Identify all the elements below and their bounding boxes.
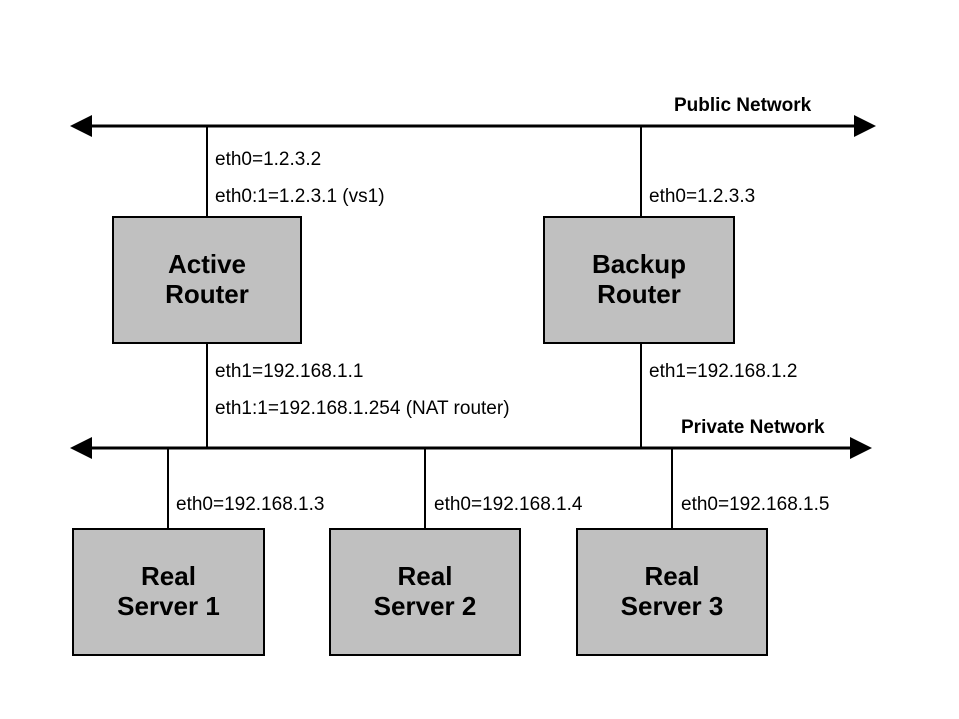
public-network-label: Public Network — [674, 95, 812, 116]
active-router-eth0-alias-label: eth0:1=1.2.3.1 (vs1) — [215, 186, 385, 207]
real-server-2-label-line-1: Real — [397, 561, 453, 592]
backup-router-label-line-2: Router — [597, 279, 681, 309]
active-router-label-line-1: Active — [167, 249, 247, 280]
active-router-eth0-label: eth0=1.2.3.2 — [215, 149, 322, 170]
real-server-2-eth0-label: eth0=192.168.1.4 — [434, 494, 583, 515]
real-server-2-box[interactable]: Real Server 2 — [329, 528, 521, 656]
real-server-1-label-line-2: Server 1 — [117, 591, 220, 621]
backup-router-eth1-label: eth1=192.168.1.2 — [649, 361, 798, 382]
active-router-eth1-alias-label: eth1:1=192.168.1.254 (NAT router) — [215, 398, 510, 419]
real-server-1-box[interactable]: Real Server 1 — [72, 528, 265, 656]
real-server-2-label-line-2: Server 2 — [373, 591, 477, 621]
active-router-eth1-label: eth1=192.168.1.1 — [215, 361, 364, 382]
public-network-bus — [70, 115, 876, 137]
public-network-right-arrowhead — [854, 115, 876, 137]
active-router-label-line-2: Router — [165, 279, 249, 309]
private-network-bus — [70, 437, 872, 459]
real-server-3-label-line-2: Server 3 — [620, 591, 724, 621]
private-network-label: Private Network — [681, 417, 825, 438]
public-network-left-arrowhead — [70, 115, 92, 137]
real-server-3-eth0-label: eth0=192.168.1.5 — [681, 494, 830, 515]
backup-router-eth0-label: eth0=1.2.3.3 — [649, 186, 756, 207]
backup-router-box[interactable]: Backup Router — [543, 216, 735, 344]
real-server-1-eth0-label: eth0=192.168.1.3 — [176, 494, 325, 515]
real-server-1-label-line-1: Real — [141, 561, 196, 592]
private-network-right-arrowhead — [850, 437, 872, 459]
private-network-left-arrowhead — [70, 437, 92, 459]
real-server-3-box[interactable]: Real Server 3 — [576, 528, 768, 656]
real-server-3-label-line-1: Real — [644, 561, 700, 592]
backup-router-label-line-1: Backup — [592, 249, 686, 280]
active-router-box[interactable]: Active Router — [112, 216, 302, 344]
